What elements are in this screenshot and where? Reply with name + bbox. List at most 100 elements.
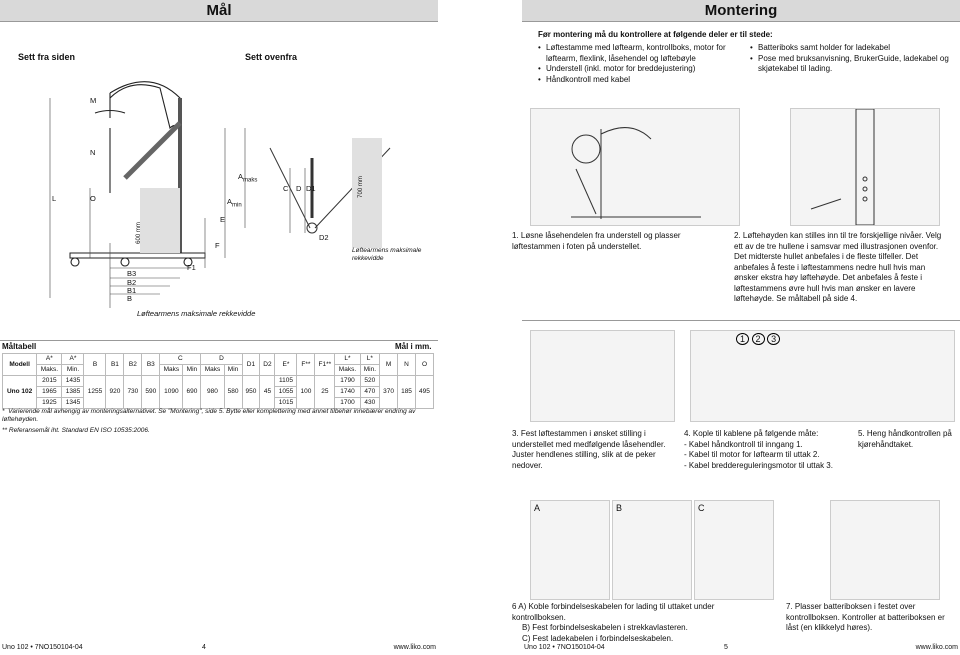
dim-N: N [90, 148, 96, 157]
footnote-2-text: Referansemål iht. Standard EN ISO 10535:… [8, 427, 150, 434]
callout-group: 1 2 3 [736, 333, 781, 345]
step-4-title: 4. Kople til kablene på følgende måte: [684, 429, 819, 438]
th2-a-min: Min. [61, 364, 85, 376]
td-c-maks: 1090 [159, 375, 184, 409]
step-1: 1. Løsne låsehendelen fra understell og … [512, 231, 681, 251]
top-view-diagram [244, 128, 391, 248]
td-e-2: 1055 [274, 386, 298, 398]
td-f1: 25 [314, 375, 336, 409]
step-4-item: - Kabel håndkontroll til inngang 1. [684, 439, 803, 449]
dim-600mm: 600 mm [135, 222, 142, 244]
dim-L: L [52, 194, 57, 203]
photo-lock-levers [530, 330, 675, 422]
table-head-row-1: Modell A* A* B B1 B2 B3 C D D1 D2 E* F**… [1, 353, 435, 376]
td-d2: 45 [259, 375, 276, 409]
dim-A-maks: Amaks [238, 172, 257, 186]
check-title: Før montering må du kontrollere at følge… [538, 30, 773, 39]
step-6: 6 A) Koble forbindelseskabelen for ladin… [512, 602, 752, 644]
reach-side-label: Løftearmens maksimale rekkevidde [137, 309, 256, 318]
step-6-item: B) Fest forbindelseskabelen i strekkavla… [522, 623, 688, 632]
td-b: 1255 [83, 375, 107, 409]
td-amaks-3: 1925 [36, 397, 63, 409]
td-o: 495 [414, 375, 435, 409]
check-item: Håndkontroll med kabel [538, 75, 738, 86]
table-row: 1925 1345 1015 1700 430 [3, 397, 434, 409]
td-d1: 950 [241, 375, 261, 409]
photo-battery-box [830, 500, 940, 600]
check-list-right: Batteriboks samt holder for ladekabel Po… [750, 43, 950, 75]
right-footer-doc: Uno 102 • 7NO150104-04 [524, 644, 605, 651]
right-divider-1 [522, 320, 960, 321]
td-lmaks-2: 1740 [334, 386, 361, 398]
dim-E: E [220, 215, 226, 224]
td-lmin-2: 470 [359, 386, 381, 398]
th2-c-min: Min [182, 364, 202, 376]
label-A: A [534, 503, 541, 513]
th-a-min: A* [61, 353, 85, 365]
th-l-min: L* [359, 353, 381, 365]
callout-2: 2 [751, 333, 765, 345]
th-b: B [83, 353, 107, 376]
callout-3: 3 [767, 333, 781, 345]
th-f1: F1** [314, 353, 336, 376]
photo-mast-holes [790, 108, 940, 226]
right-page-title: Montering [704, 2, 778, 19]
right-page-header: Montering [522, 0, 960, 22]
td-b1: 920 [105, 375, 125, 409]
label-B: B [616, 503, 623, 513]
td-d-maks: 980 [200, 375, 225, 409]
td-b2: 730 [123, 375, 143, 409]
dim-B: B [127, 294, 133, 303]
dim-D: D [296, 184, 302, 193]
step-4-item: - Kabel breddereguleringsmotor til uttak… [684, 460, 833, 470]
dim-D1: D1 [306, 184, 316, 193]
dim-A-min-sub: min [232, 202, 242, 209]
step-2: 2. Løftehøyden kan stilles inn til tre f… [734, 231, 942, 303]
table-title: Måltabell [2, 342, 37, 351]
td-lmaks-3: 1700 [334, 397, 361, 409]
td-amaks-1: 2015 [36, 375, 63, 387]
reach-top-label: Løftearmens maksimale rekkevidde [352, 247, 422, 262]
th-b2: B2 [123, 353, 143, 376]
th-c: C [159, 353, 202, 365]
td-lmin-3: 430 [359, 397, 381, 409]
left-page-title: Mål [206, 2, 232, 19]
photo-charging-b: B [612, 500, 692, 600]
td-amin-3: 1345 [61, 397, 85, 409]
footnote-2: ** Referansemål iht. Standard EN ISO 105… [2, 427, 422, 435]
step-4-item: - Kabel til motor for løftearm til uttak… [684, 450, 820, 459]
th-m: M [379, 353, 399, 376]
th-n: N [397, 353, 416, 376]
td-c-min: 690 [182, 375, 202, 409]
td-m: 370 [379, 375, 399, 409]
th-f: F** [296, 353, 316, 376]
dim-A-min-letter: A [227, 197, 233, 206]
check-item: Understell (inkl. motor for breddejuster… [538, 64, 738, 75]
table-row: 1965 1385 1055 1740 470 [3, 386, 434, 398]
check-item: Pose med bruksanvisning, BrukerGuide, la… [750, 54, 950, 75]
td-amaks-2: 1965 [36, 386, 63, 398]
td-e-3: 1015 [274, 397, 298, 409]
th-d2: D2 [259, 353, 276, 376]
td-amin-1: 1435 [61, 375, 85, 387]
th-model: Modell [1, 353, 38, 376]
dim-A-min: Amin [227, 197, 242, 211]
mast-illustration [810, 108, 875, 226]
td-model: Uno 102 [1, 375, 38, 409]
photo-charging-c: C [694, 500, 774, 600]
view-top-label: Sett ovenfra [245, 52, 298, 62]
dim-700mm: 700 mm [357, 176, 364, 198]
footnote-1: * Varierende mål avhengig av monteringsa… [2, 408, 422, 424]
dim-A-maks-letter: A [238, 172, 244, 181]
dim-M: M [90, 96, 97, 105]
dim-B1: B1 [127, 286, 137, 295]
th-a-maks: A* [36, 353, 63, 365]
step-6-item: C) Fest ladekabelen i forbindelseskabele… [522, 633, 674, 643]
step-6-item: 6 A) Koble forbindelseskabelen for ladin… [512, 602, 715, 622]
th2-c-maks: Maks [159, 364, 184, 376]
label-C: C [698, 503, 705, 513]
step-3: 3. Fest løftestammen i ønsket stilling i… [512, 429, 666, 470]
dim-F: F [215, 241, 220, 250]
check-list-left: Løftestamme med løftearm, kontrollboks, … [538, 43, 738, 85]
th-d: D [200, 353, 243, 365]
